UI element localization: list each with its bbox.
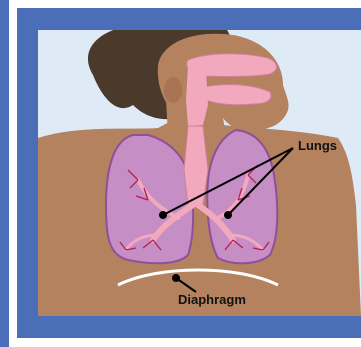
left-border-stripe	[0, 0, 9, 347]
lungs-label: Lungs	[298, 138, 337, 153]
respiratory-diagram	[38, 30, 361, 316]
diaphragm-label: Diaphragm	[178, 292, 246, 307]
diagram-panel: Lungs Diaphragm	[38, 30, 361, 316]
ear	[164, 77, 182, 103]
pharynx	[186, 66, 208, 126]
